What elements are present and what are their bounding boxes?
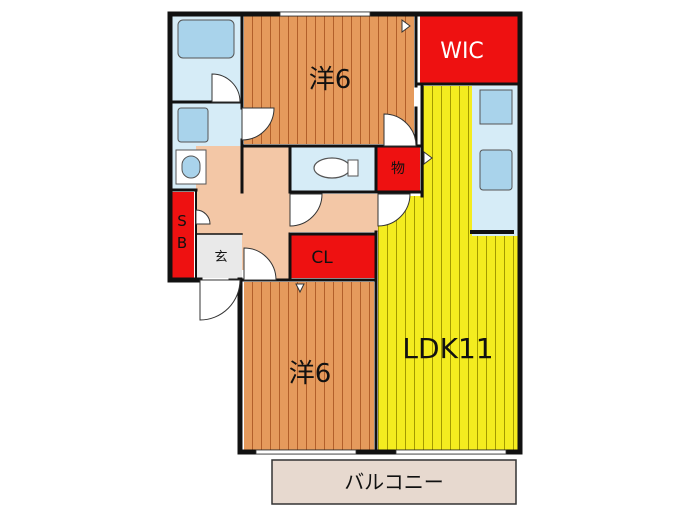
door-top-room <box>383 113 417 147</box>
room-label-storage: 物 <box>391 161 405 177</box>
door-shoebox <box>195 209 211 225</box>
door-bath <box>211 73 241 103</box>
closet-area <box>290 234 376 278</box>
washbasin <box>177 107 209 143</box>
window-bottom-room <box>255 449 357 455</box>
storage-area <box>376 146 420 192</box>
wic-area <box>420 14 520 84</box>
room-label-western-top: 洋6 <box>309 65 352 95</box>
bathtub <box>177 19 235 59</box>
washing-machine-drum <box>181 155 201 179</box>
toilet-bowl <box>313 157 351 179</box>
room-label-shoebox-s: S <box>177 212 187 230</box>
door-marker-cl <box>295 283 305 294</box>
door-washroom <box>241 107 275 141</box>
door-bottom-room <box>243 247 277 281</box>
kitchen-counter-upper <box>479 89 513 125</box>
western-room-bottom-floor <box>244 282 374 450</box>
room-label-ldk: LDK11 <box>402 332 493 365</box>
room-label-entrance: 玄 <box>214 250 227 265</box>
door-marker-wic <box>401 19 411 33</box>
doors <box>195 73 417 321</box>
window-top <box>279 11 371 17</box>
shoe-box-area <box>170 192 194 278</box>
room-label-closet: CL <box>311 248 333 268</box>
door-ldk <box>377 193 411 227</box>
door-toilet <box>289 193 323 227</box>
entrance-floor <box>196 234 242 278</box>
room-label-western-bottom: 洋6 <box>289 359 332 389</box>
room-label-shoebox-b: B <box>177 234 187 252</box>
window-ldk <box>395 449 507 455</box>
ldk-floor <box>378 86 520 450</box>
door-marker-storage <box>423 151 433 165</box>
door-entrance <box>199 279 241 321</box>
balcony-label: バルコニー <box>344 470 444 494</box>
kitchen-sink <box>479 149 513 191</box>
balcony-floor <box>271 459 517 505</box>
room-label-wic: WIC <box>440 39 484 64</box>
toilet-tank <box>347 159 359 177</box>
